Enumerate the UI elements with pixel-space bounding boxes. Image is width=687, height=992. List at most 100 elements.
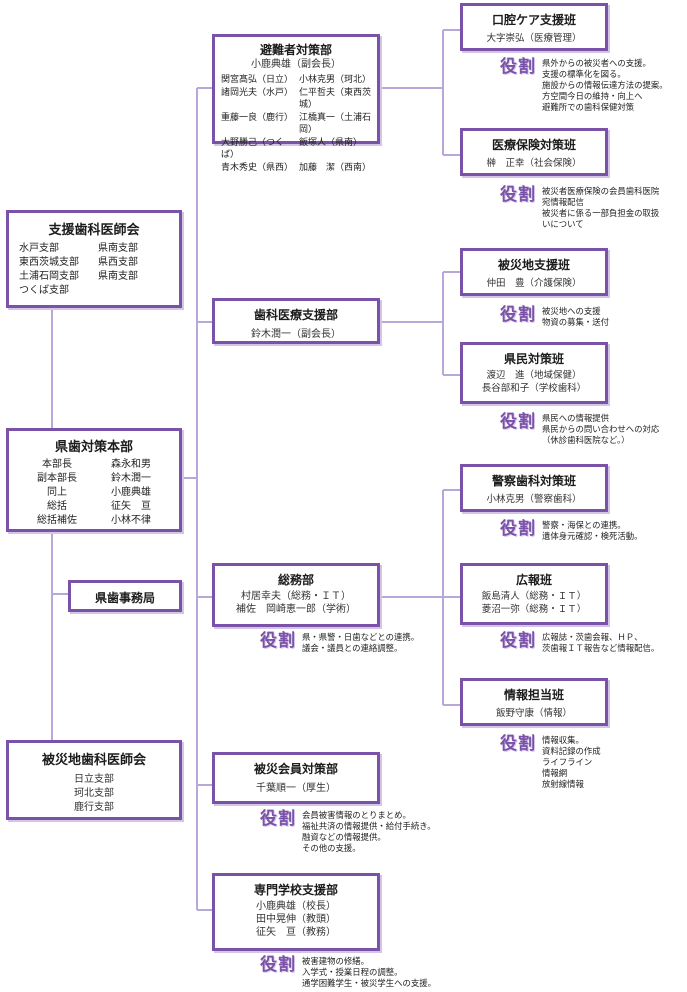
kaiin-title: 被災会員対策部	[253, 762, 338, 776]
member-item: 関宮髙弘（日立）	[221, 75, 294, 85]
branch-item: 珂北支部	[74, 788, 114, 799]
member-item: 仁平哲夫（東西茨城）	[299, 87, 372, 111]
branch-item: 県南支部	[98, 243, 138, 254]
gakko-name: 小鹿典雄（校長）	[256, 901, 336, 912]
hisai-dental-association-box: 被災地歯科医師会 日立支部 珂北支部 鹿行支部	[6, 740, 182, 820]
secretariat-title: 県歯事務局	[94, 591, 155, 605]
branch-item: 水戸支部	[19, 243, 59, 254]
hq-box: 県歯対策本部 本部長 森永和男 副本部長 鈴木潤一 同上 小鹿典雄 総括 征矢 …	[6, 428, 182, 532]
hisaichi-name: 仲田 豊（介護保険）	[486, 278, 582, 289]
role-text: 被害建物の修繕。 入学式・授業日程の調整。 通学困難学生・被災学生への支援。	[302, 956, 436, 988]
koku-name: 大字崇弘（医療管理）	[486, 33, 582, 44]
kenmin-name: 長谷部和子（学校歯科）	[481, 383, 587, 394]
hoken-name: 榊 正幸（社会保険）	[486, 158, 582, 169]
branch-item: 県西支部	[98, 257, 138, 268]
somu-dept-box: 総務部 村居幸夫（総務・ＩＴ） 補佐 岡崎恵一郎（学術）	[212, 563, 380, 627]
shien-title: 支援歯科医師会	[48, 223, 140, 238]
joho-name: 飯野守康（情報）	[495, 708, 572, 719]
hq-name: 森永和男	[111, 459, 151, 470]
role-text: 県外からの被災者への支援。 支援の標準化を図る。 施設からの情報伝達方法の提案。…	[542, 58, 668, 112]
hq-name: 鈴木潤一	[111, 473, 151, 484]
branch-item: 東西茨城支部	[19, 257, 79, 268]
gakko-name: 田中晃伸（教頭）	[256, 914, 336, 925]
hq-role: 同上	[47, 487, 67, 498]
iryo-lead: 鈴木潤一（副会長）	[251, 329, 341, 340]
kaiin-role: 役割 会員被害情報のとりまとめ。 福祉共済の情報提供・給付手続き。 融資などの情…	[260, 810, 436, 854]
kaiin-name: 千葉順一（厚生）	[256, 783, 336, 794]
hoken-role: 役割 被災者医療保険の会員歯科医院 宛情報配信 被災者に係る一部負担金の取扱 い…	[500, 186, 659, 230]
keisatsu-name: 小林克男（警察歯科）	[486, 494, 582, 505]
kenmin-name: 渡辺 進（地域保健）	[486, 370, 582, 381]
hoken-title: 医療保険対策班	[491, 138, 576, 152]
koku-team-box: 口腔ケア支援班 大字崇弘（医療管理）	[460, 3, 608, 51]
hq-member-list: 本部長 森永和男 副本部長 鈴木潤一 同上 小鹿典雄 総括 征矢 亘 総括補佐 …	[23, 458, 165, 528]
hq-role: 総括補佐	[37, 515, 77, 526]
secretariat-box: 県歯事務局	[68, 580, 182, 612]
member-item: 諸岡光夫（水戸）	[221, 87, 294, 98]
role-badge: 役割	[500, 305, 536, 325]
hq-name: 征矢 亘	[111, 501, 151, 512]
hisaichi-role: 役割 被災地への支援 物資の募集・送付	[500, 306, 609, 328]
branch-item: 鹿行支部	[74, 802, 114, 813]
role-text: 情報収集。 資料記録の作成 ライフライン 情報網 放射線情報	[542, 735, 601, 789]
hisaichi-team-box: 被災地支援班 仲田 豊（介護保険）	[460, 248, 608, 296]
joho-role: 役割 情報収集。 資料記録の作成 ライフライン 情報網 放射線情報	[500, 735, 601, 790]
hq-role: 副本部長	[37, 473, 77, 484]
shien-dental-association-box: 支援歯科医師会 水戸支部 県南支部 東西茨城支部 県西支部 土浦石岡支部 県南支…	[6, 210, 182, 308]
koku-title: 口腔ケア支援班	[491, 13, 576, 27]
keisatsu-title: 警察歯科対策班	[491, 474, 576, 488]
member-item: 飯塚人（県南）	[299, 137, 363, 148]
kenmin-team-box: 県民対策班 渡辺 進（地域保健） 長谷部和子（学校歯科）	[460, 342, 608, 404]
hq-title: 県歯対策本部	[54, 440, 133, 455]
somu-role: 役割 県・県警・日歯などとの連携。 議会・議員との連絡調整。	[260, 632, 419, 654]
gakko-title: 専門学校支援部	[253, 883, 338, 897]
role-text: 警察・海保との連携。 遺体身元確認・検死活動。	[542, 520, 643, 541]
koho-name: 菱沼一弥（総務・ＩＴ）	[481, 604, 587, 615]
member-item: 大野勝己（つくば）	[221, 137, 285, 161]
hoken-team-box: 医療保険対策班 榊 正幸（社会保険）	[460, 128, 608, 176]
hisaichi-title: 被災地支援班	[497, 258, 570, 272]
branch-item: 日立支部	[74, 774, 114, 785]
koho-name: 飯島清人（総務・ＩＴ）	[481, 591, 587, 602]
kaiin-dept-box: 被災会員対策部 千葉順一（厚生）	[212, 752, 380, 804]
branch-item: 土浦石岡支部	[19, 271, 79, 282]
gakko-role: 役割 被害建物の修繕。 入学式・授業日程の調整。 通学困難学生・被災学生への支援…	[260, 956, 436, 989]
role-text: 被災者医療保険の会員歯科医院 宛情報配信 被災者に係る一部負担金の取扱 いについ…	[542, 186, 660, 229]
role-text: 県民への情報提供 県民からの問い合わせへの対応 （休診歯科医院など。）	[542, 413, 660, 445]
role-badge: 役割	[260, 631, 296, 651]
kenmin-title: 県民対策班	[503, 352, 564, 366]
hisai-title: 被災地歯科医師会	[41, 753, 146, 768]
iryo-title: 歯科医療支援部	[253, 308, 338, 322]
joho-title: 情報担当班	[503, 688, 564, 702]
role-badge: 役割	[260, 955, 296, 975]
joho-team-box: 情報担当班 飯野守康（情報）	[460, 678, 608, 726]
role-text: 会員被害情報のとりまとめ。 福祉共済の情報提供・給付手続き。 融資などの情報提供…	[302, 810, 436, 853]
somu-name: 補佐 岡崎恵一郎（学術）	[236, 604, 356, 615]
role-text: 県・県警・日歯などとの連携。 議会・議員との連絡調整。	[302, 632, 420, 653]
role-badge: 役割	[500, 57, 536, 77]
somu-name: 村居幸夫（総務・ＩＴ）	[241, 591, 351, 602]
gakko-name: 征矢 亘（教務）	[256, 927, 336, 938]
member-item: 小林克男（珂北）	[299, 75, 372, 85]
hinan-title: 避難者対策部	[259, 43, 332, 57]
role-badge: 役割	[260, 809, 296, 829]
member-item: 加藤 潔（西南）	[299, 162, 372, 173]
somu-title: 総務部	[277, 573, 314, 587]
koho-team-box: 広報班 飯島清人（総務・ＩＴ） 菱沼一弥（総務・ＩＴ）	[460, 563, 608, 625]
role-badge: 役割	[500, 412, 536, 432]
branch-item: つくば支部	[19, 285, 69, 296]
koho-role: 役割 広報誌・茨歯会報、ＨＰ、 茨歯報ＩＴ報告など情報配信。	[500, 632, 659, 654]
role-text: 広報誌・茨歯会報、ＨＰ、 茨歯報ＩＴ報告など情報配信。	[542, 632, 660, 653]
member-item: 青木秀史（県西）	[221, 162, 294, 173]
shien-branch-list: 水戸支部 県南支部 東西茨城支部 県西支部 土浦石岡支部 県南支部 つくば支部	[19, 242, 169, 298]
hq-role: 本部長	[42, 459, 72, 470]
kenmin-role: 役割 県民への情報提供 県民からの問い合わせへの対応 （休診歯科医院など。）	[500, 413, 659, 446]
koho-title: 広報班	[515, 573, 552, 587]
hq-name: 小林不律	[111, 515, 151, 526]
role-badge: 役割	[500, 519, 536, 539]
koku-role: 役割 県外からの被災者への支援。 支援の標準化を図る。 施設からの情報伝達方法の…	[500, 58, 668, 113]
role-badge: 役割	[500, 734, 536, 754]
hinan-lead: 小鹿典雄（副会長）	[251, 59, 341, 70]
role-badge: 役割	[500, 185, 536, 205]
